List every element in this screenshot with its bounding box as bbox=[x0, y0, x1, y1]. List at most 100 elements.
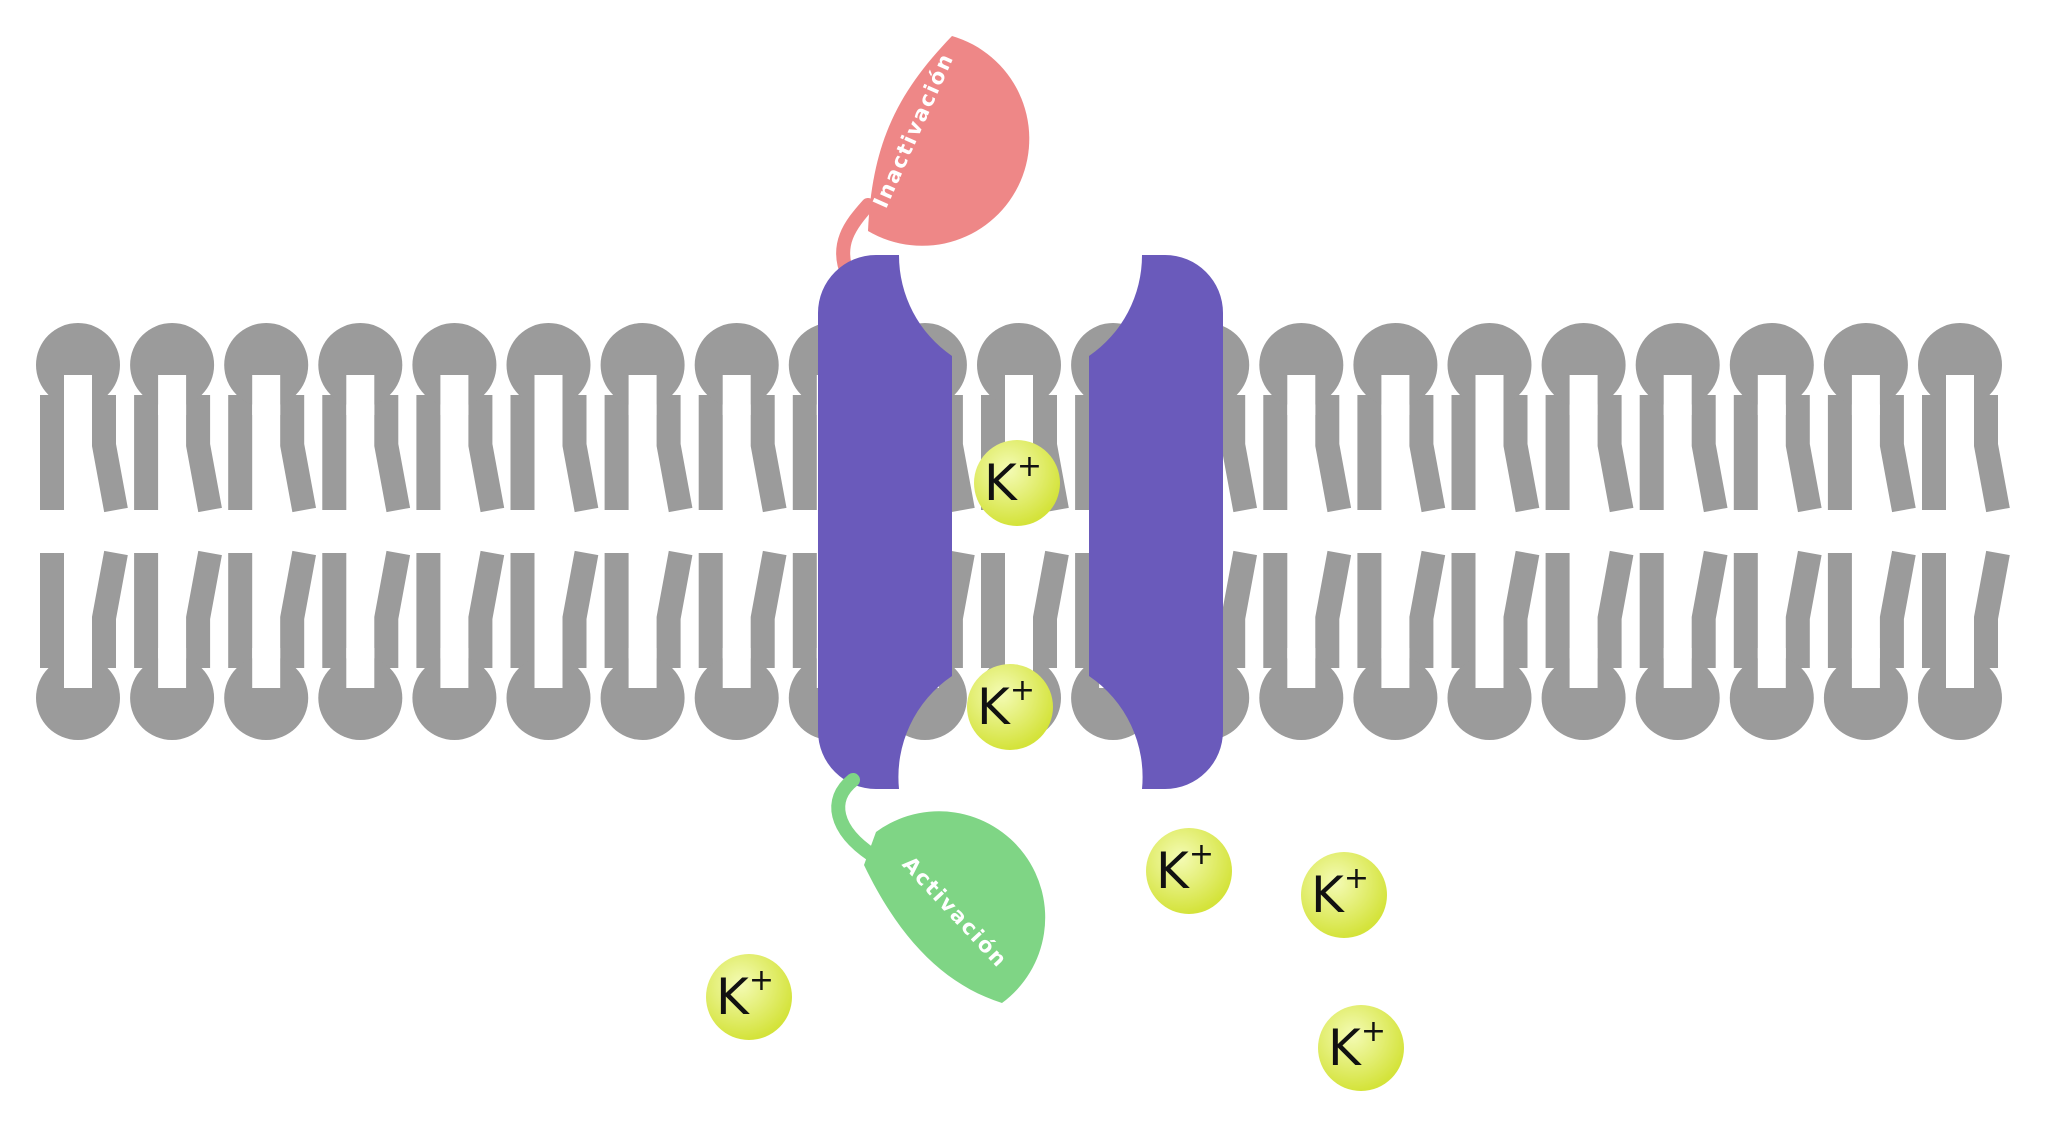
ion-outside-2: K+ bbox=[1301, 852, 1387, 938]
svg-text:K+: K+ bbox=[1328, 1014, 1386, 1077]
lipid-tail bbox=[656, 550, 693, 668]
ion-charge: + bbox=[1189, 837, 1214, 872]
lipid-tail bbox=[562, 550, 599, 668]
lipid-tail bbox=[562, 395, 599, 513]
phospholipid-outer bbox=[1729, 323, 1822, 513]
ion-charge: + bbox=[1010, 673, 1035, 708]
lipid-gap bbox=[158, 375, 187, 415]
lipid-gap bbox=[346, 375, 375, 415]
lipid-gap bbox=[1946, 648, 1974, 688]
lipid-tail bbox=[1503, 395, 1540, 513]
lipid-head bbox=[977, 323, 1061, 407]
channel-right-subunit bbox=[1089, 255, 1223, 789]
phospholipid-inner bbox=[412, 550, 505, 740]
lipid-tail bbox=[280, 395, 317, 513]
lipid-head bbox=[1729, 656, 1814, 740]
potassium-ion bbox=[706, 954, 792, 1040]
lipid-head bbox=[694, 656, 779, 740]
lipid-tail bbox=[374, 395, 411, 513]
phospholipid-outer bbox=[1635, 323, 1728, 513]
lipid-head bbox=[1353, 323, 1438, 407]
phospholipid-inner bbox=[36, 550, 128, 740]
ion-channel-top: K+ bbox=[974, 440, 1060, 526]
lipid-head bbox=[1635, 323, 1720, 407]
lipid-gap bbox=[440, 648, 469, 688]
lipid-gap bbox=[1663, 375, 1692, 415]
phospholipid-outer bbox=[694, 323, 787, 513]
lipid-gap bbox=[346, 648, 375, 688]
svg-text:K+: K+ bbox=[716, 963, 774, 1026]
lipid-tail bbox=[1409, 550, 1446, 668]
lipid-head bbox=[1918, 323, 2002, 407]
phospholipid-inner bbox=[1447, 550, 1540, 740]
lipid-tail bbox=[186, 550, 222, 668]
lipid-head bbox=[36, 323, 120, 407]
lipid-tail bbox=[1221, 550, 1258, 668]
lipid-tail bbox=[280, 550, 317, 668]
potassium-ion bbox=[974, 440, 1060, 526]
lipid-tail bbox=[92, 550, 128, 668]
lipid-head bbox=[412, 323, 497, 407]
lipid-tail bbox=[92, 395, 128, 513]
lipid-tail bbox=[750, 395, 787, 513]
activation-gate: Activación bbox=[831, 773, 1046, 1003]
phospholipid-outer bbox=[318, 323, 411, 513]
lipid-gap bbox=[1381, 375, 1410, 415]
lipid-gap bbox=[534, 375, 563, 415]
phospholipid-outer bbox=[224, 323, 317, 513]
activation-gate-tether bbox=[831, 773, 879, 862]
ion-symbol: K bbox=[1328, 1019, 1362, 1077]
lipid-gap bbox=[1663, 648, 1692, 688]
lipid-head bbox=[130, 656, 215, 740]
potassium-ion bbox=[1318, 1005, 1404, 1091]
lipid-gap bbox=[64, 375, 92, 415]
lipid-head bbox=[1635, 656, 1720, 740]
channel-left-subunit bbox=[818, 255, 952, 789]
lipid-gap bbox=[252, 375, 281, 415]
phospholipid-inner bbox=[600, 550, 693, 740]
lipid-tail bbox=[1315, 395, 1352, 513]
ion-charge: + bbox=[1017, 449, 1042, 484]
lipid-tail bbox=[1315, 550, 1352, 668]
lipid-tail bbox=[750, 550, 787, 668]
lipid-head bbox=[224, 656, 309, 740]
phospholipid-outer bbox=[130, 323, 222, 513]
phospholipid-inner bbox=[1635, 550, 1728, 740]
lipid-tail bbox=[1691, 550, 1728, 668]
svg-text:K+: K+ bbox=[1311, 861, 1369, 924]
lipid-tail bbox=[938, 395, 975, 513]
lipid-tail bbox=[656, 395, 693, 513]
lipid-gap bbox=[628, 375, 657, 415]
phospholipid-inner bbox=[1259, 550, 1352, 740]
lipid-tail bbox=[468, 550, 505, 668]
ion-symbol: K bbox=[716, 968, 750, 1026]
phospholipid-inner bbox=[694, 550, 787, 740]
lipid-tail bbox=[1221, 395, 1258, 513]
phospholipid-inner bbox=[130, 550, 222, 740]
lipid-gap bbox=[722, 648, 751, 688]
lipid-gap bbox=[158, 648, 187, 688]
lipid-gap bbox=[628, 648, 657, 688]
ion-outside-3: K+ bbox=[706, 954, 792, 1040]
lipid-head bbox=[318, 323, 403, 407]
phospholipid-outer bbox=[600, 323, 693, 513]
ion-charge: + bbox=[749, 963, 774, 998]
phospholipid-outer bbox=[1823, 323, 1916, 513]
lipid-head bbox=[1447, 323, 1532, 407]
lipid-head bbox=[36, 656, 120, 740]
inactivation-gate-ball bbox=[868, 36, 1030, 246]
lipid-tail bbox=[1503, 550, 1540, 668]
svg-text:K+: K+ bbox=[977, 673, 1035, 736]
svg-text:K+: K+ bbox=[984, 449, 1042, 512]
lipid-gap bbox=[1475, 648, 1504, 688]
lipid-head bbox=[1729, 323, 1814, 407]
lipid-gap bbox=[1851, 648, 1880, 688]
lipid-tail bbox=[1785, 395, 1822, 513]
lipid-head bbox=[506, 656, 591, 740]
lipid-head bbox=[1259, 656, 1344, 740]
lipid-tail bbox=[1691, 395, 1728, 513]
lipid-head bbox=[318, 656, 403, 740]
lipid-tail bbox=[1974, 550, 2010, 668]
lipid-tail bbox=[1879, 395, 1916, 513]
lipid-head bbox=[600, 656, 685, 740]
